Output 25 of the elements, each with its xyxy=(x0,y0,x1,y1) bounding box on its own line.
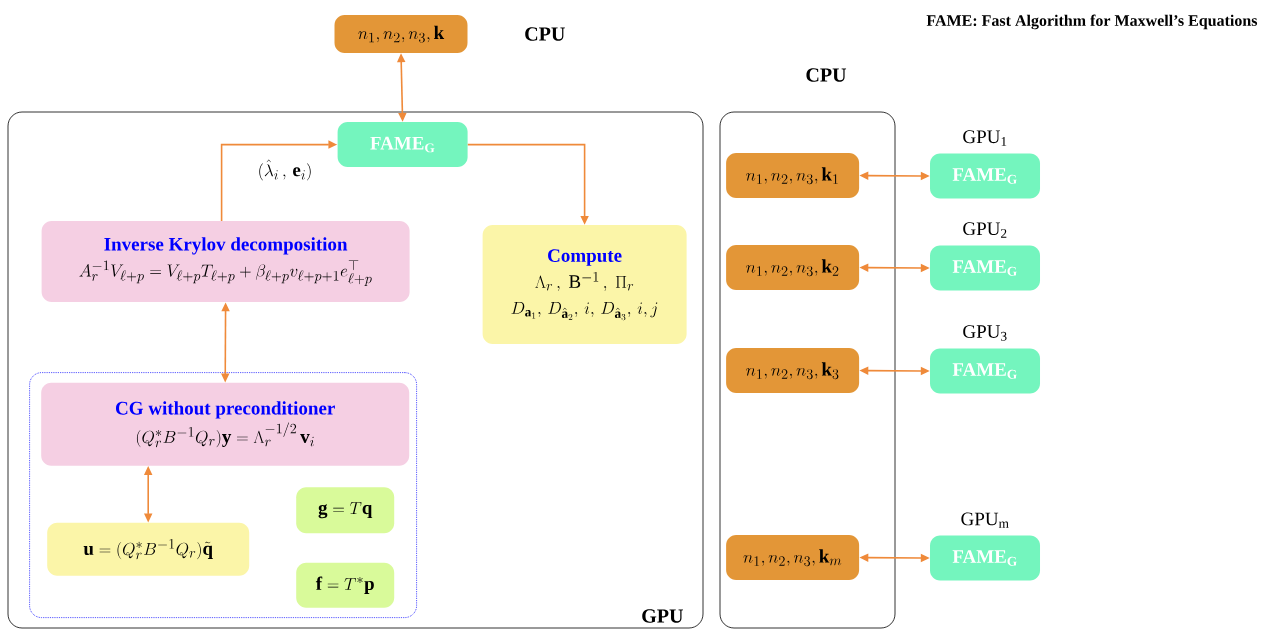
variable-box: $n_1, n_2, n_3, \mathbf{k}_1$ xyxy=(726,153,860,199)
solver-box: FAME$_{G}$ xyxy=(930,348,1040,394)
title: FAME: Fast Algorithm for Maxwell’s Equations xyxy=(926,14,1258,30)
formula-box: $\mathbf{g} = T\mathbf{q}$ xyxy=(296,487,395,534)
solver-box: FAME$_{G}$ xyxy=(930,245,1040,291)
variable-box: $n_1, n_2, n_3, \mathbf{k}_2$ xyxy=(726,245,860,291)
gpu-label: GPU$_{2}$ xyxy=(963,222,1007,238)
variable-box: $n_1, n_2, n_3, \mathbf{k}_m$ xyxy=(726,535,860,581)
step-box: Inverse Krylov decomposition $A_r^{-1}V_{\ell+p} = V_{\ell+p}T_{\ell+p} + \beta_{\ell+p}v_{\ell+p+1}e_{\ell+p}^{\top}$ xyxy=(41,221,410,303)
solver-box: FAME$_{G}$ xyxy=(337,122,468,168)
dotted-frame xyxy=(29,372,417,618)
gpu-label: GPU$_{1}$ xyxy=(963,130,1007,146)
node-label: CPU xyxy=(806,68,847,82)
step-box: CG without preconditioner $(Q_r^{*}B^{-1}Q_r)\mathbf{y} = \Lambda_r^{-1/2}\,\mathbf{v}_i$ xyxy=(41,382,410,466)
gpu-label: GPU$_{3}$ xyxy=(963,325,1007,341)
step-box: Compute $\Lambda_r\,,\ \mathrm{B}^{-1}\,,\ \Pi_r$ $D_{\mathbf{a}_1},\, D_{\hat{\mathbf{a}}_2},\, i,\, D_{\hat{\mathbf{a}}_3},\, i, j$ xyxy=(482,225,687,345)
formula-box: $\mathbf{f} = T^{*}\mathbf{p}$ xyxy=(296,562,395,608)
step-box: $\mathbf{u} = (Q_r^{*}B^{-1}Q_r)\tilde{\mathbf{q}}$ xyxy=(47,522,250,576)
solver-box: FAME$_{G}$ xyxy=(930,153,1040,199)
variable-box: $n_1, n_2, n_3, \mathbf{k}_3$ xyxy=(726,348,860,394)
variable-box: $n_1, n_2, n_3, \mathbf{k}$ xyxy=(334,15,468,53)
solver-box: FAME$_{G}$ xyxy=(930,535,1040,581)
gpu-label: GPU$_{m}$ xyxy=(961,512,1009,528)
edge-label: $(\hat{\lambda}_i\,,\,\mathbf{e}_i)$ xyxy=(256,158,314,182)
side-label: CPU xyxy=(525,27,565,41)
